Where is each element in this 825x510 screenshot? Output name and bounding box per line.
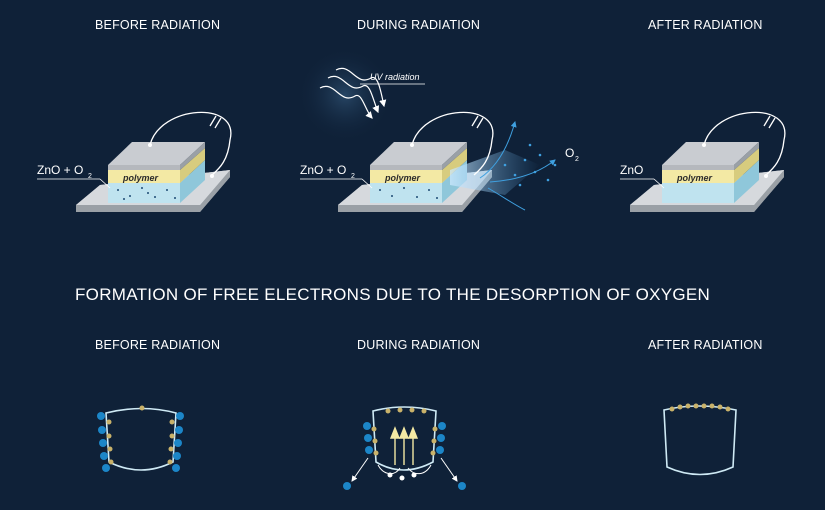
oxygen-atoms-during bbox=[343, 422, 466, 490]
nanowire-before bbox=[97, 405, 184, 472]
polymer-label-during: polymer bbox=[384, 173, 421, 183]
gas-sub: 2 bbox=[575, 156, 579, 163]
uv-glow bbox=[297, 47, 393, 143]
section-title: FORMATION OF FREE ELECTRONS DUE TO THE D… bbox=[75, 285, 711, 304]
uv-rays-icon bbox=[319, 67, 387, 119]
polymer-label-before: polymer bbox=[122, 173, 159, 183]
material-sub-before: 2 bbox=[88, 173, 92, 180]
desorption-beam bbox=[450, 150, 540, 195]
bottom-before-heading: BEFORE RADIATION bbox=[95, 338, 221, 352]
polymer-label-after: polymer bbox=[676, 173, 713, 183]
device-during: UV radiation polymer O 2 bbox=[297, 47, 579, 212]
material-label-before: ZnO + O bbox=[37, 163, 83, 177]
oxygen-atoms-before bbox=[97, 412, 184, 472]
material-sub-during: 2 bbox=[351, 173, 355, 180]
top-before-heading: BEFORE RADIATION bbox=[95, 18, 221, 32]
gas-label: O bbox=[565, 146, 574, 160]
material-label-during: ZnO + O bbox=[300, 163, 346, 177]
top-during-heading: DURING RADIATION bbox=[357, 18, 481, 32]
device-after: polymer ZnO bbox=[620, 111, 786, 212]
nanowire-during bbox=[343, 406, 466, 490]
nanowire-after bbox=[663, 403, 737, 476]
material-label-after: ZnO bbox=[620, 163, 643, 177]
electrons-after bbox=[669, 403, 731, 412]
bottom-during-heading: DURING RADIATION bbox=[357, 338, 481, 352]
top-after-heading: AFTER RADIATION bbox=[648, 18, 763, 32]
device-before: polymer ZnO + O 2 bbox=[37, 111, 232, 212]
bottom-after-heading: AFTER RADIATION bbox=[648, 338, 763, 352]
electron-flow-arrows bbox=[389, 426, 419, 465]
electrons-before bbox=[106, 405, 175, 465]
electrons-during bbox=[371, 407, 438, 456]
uv-label: UV radiation bbox=[370, 72, 420, 82]
